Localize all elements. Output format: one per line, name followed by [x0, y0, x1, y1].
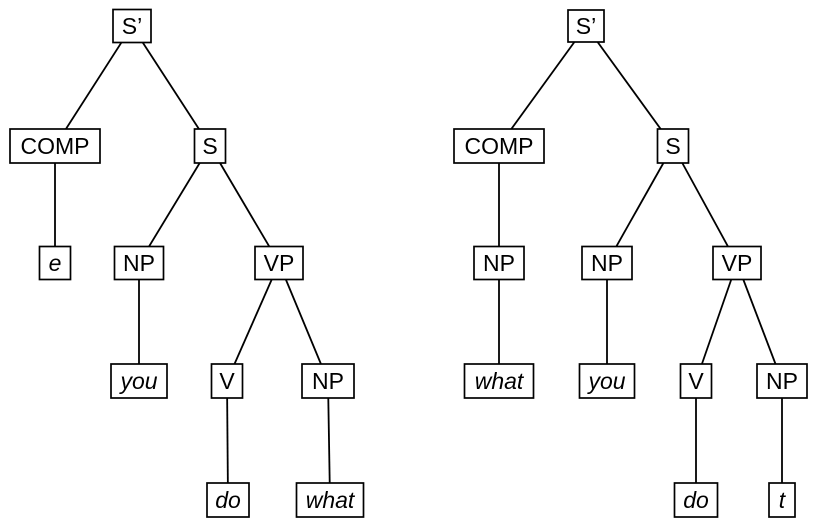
right-branch-vp-v — [695, 262, 738, 382]
left-node-box-e — [38, 245, 72, 281]
right-node-label-v: V — [688, 368, 704, 394]
left-node-sprime: S’ — [112, 8, 152, 44]
right-node-box-t — [768, 482, 796, 518]
left-branch-sprime-comp — [54, 25, 133, 147]
right-node-box-np-subj — [581, 245, 633, 281]
left-branch-s-vp — [209, 145, 280, 264]
right-branch-sprime-comp — [498, 25, 587, 147]
right-node-label-what: what — [475, 368, 525, 394]
right-node-label-s: S — [665, 133, 680, 159]
right-node-vp: VP — [712, 245, 762, 281]
left-node-label-np-obj: NP — [312, 368, 344, 394]
right-node-label-np-obj: NP — [766, 368, 798, 394]
left-node-label-comp: COMP — [21, 133, 90, 159]
right-node-sprime: S’ — [567, 9, 605, 43]
right-node-box-s — [656, 128, 690, 164]
left-node-box-comp — [9, 128, 101, 164]
left-node-v: V — [210, 363, 244, 399]
right-node-box-vp — [712, 245, 762, 281]
left-node-what: what — [295, 482, 365, 518]
right-node-what: what — [463, 363, 535, 399]
left-branch-v-do — [226, 380, 229, 501]
left-node-do: do — [206, 482, 250, 518]
left-node-label-v: V — [219, 368, 235, 394]
left-branch-s-np-subj — [138, 145, 211, 264]
right-node-box-comp — [453, 128, 545, 164]
right-node-np-comp: NP — [473, 245, 525, 281]
left-branch-vp-v — [226, 262, 280, 382]
right-node-t: t — [768, 482, 796, 518]
left-node-box-s — [193, 128, 227, 164]
right-node-label-comp: COMP — [465, 133, 534, 159]
right-node-box-np-comp — [473, 245, 525, 281]
left-node-label-what: what — [306, 487, 356, 513]
right-node-label-you: you — [586, 368, 625, 394]
left-node-vp: VP — [254, 245, 304, 281]
left-node-comp: COMP — [9, 128, 101, 164]
right-node-you: you — [578, 363, 636, 399]
left-node-label-s: S — [202, 133, 217, 159]
left-node-label-e: e — [49, 250, 62, 276]
right-branch-s-np-subj — [606, 145, 674, 264]
right-node-box-np-obj — [756, 363, 808, 399]
left-node-box-v — [210, 363, 244, 399]
right-node-box-sprime — [567, 9, 605, 43]
right-branch-sprime-s — [585, 25, 674, 147]
left-node-box-np-obj — [301, 363, 355, 399]
left-node-box-you — [110, 363, 168, 399]
right-node-box-v — [679, 363, 713, 399]
right-node-s: S — [656, 128, 690, 164]
left-node-label-sprime: S’ — [122, 13, 142, 39]
right-node-np-obj: NP — [756, 363, 808, 399]
right-node-label-vp: VP — [722, 250, 753, 276]
left-node-box-sprime — [112, 8, 152, 44]
left-node-box-what — [295, 482, 365, 518]
left-branch-vp-np-obj — [278, 262, 329, 382]
left-branch-sprime-s — [131, 25, 211, 147]
left-node-box-np-subj — [113, 245, 165, 281]
right-node-v: V — [679, 363, 713, 399]
left-node-s: S — [193, 128, 227, 164]
right-branch-vp-np-obj — [736, 262, 783, 382]
right-node-do: do — [673, 482, 719, 518]
left-node-box-do — [206, 482, 250, 518]
left-node-label-do: do — [215, 487, 241, 513]
left-node-you: you — [110, 363, 168, 399]
right-branch-s-vp — [672, 145, 738, 264]
left-branch-np-obj-what — [327, 380, 331, 501]
right-node-label-t: t — [779, 487, 787, 513]
right-node-box-you — [578, 363, 636, 399]
left-node-label-vp: VP — [264, 250, 295, 276]
left-node-label-np-subj: NP — [123, 250, 155, 276]
right-syntax-tree: S’ COMP S NP NP VP what you V NP do t — [453, 9, 808, 518]
left-node-e: e — [38, 245, 72, 281]
left-node-label-you: you — [118, 368, 157, 394]
right-node-label-sprime: S’ — [576, 13, 596, 39]
right-node-label-np-subj: NP — [591, 250, 623, 276]
left-node-np-subj: NP — [113, 245, 165, 281]
left-node-box-vp — [254, 245, 304, 281]
left-node-np-obj: NP — [301, 363, 355, 399]
right-node-label-do: do — [683, 487, 709, 513]
right-node-np-subj: NP — [581, 245, 633, 281]
right-node-box-what — [463, 363, 535, 399]
right-node-comp: COMP — [453, 128, 545, 164]
right-node-box-do — [673, 482, 719, 518]
right-node-label-np-comp: NP — [483, 250, 515, 276]
